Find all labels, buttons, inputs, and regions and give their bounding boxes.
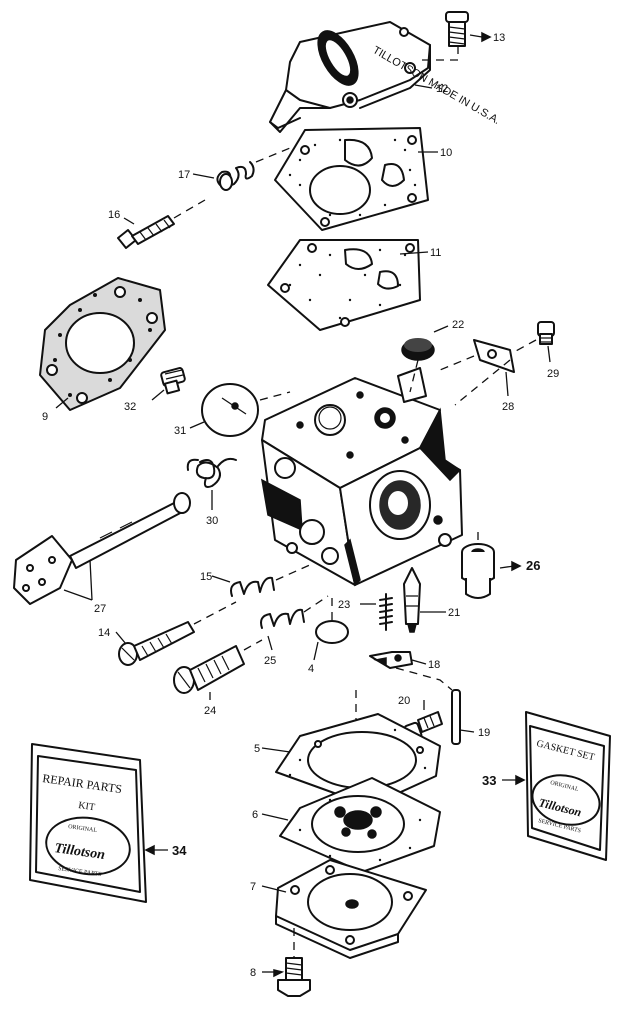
label-9: 9	[42, 411, 48, 423]
carburetor-body	[261, 367, 463, 587]
part-29-screw: 29	[513, 321, 559, 380]
part-24-screw: 24	[173, 639, 263, 717]
part-13-screw	[445, 11, 492, 47]
part-12-cover: TILLOTSON MADE IN U.S.A. 12	[269, 21, 502, 133]
repair-kit-line2: KIT	[78, 800, 96, 813]
label-11: 11	[430, 247, 441, 259]
gasket-set-card: GASKET SET ORIGINAL Tillotson SERVICE PA…	[482, 711, 611, 861]
part-26-fitting: 26	[461, 528, 540, 599]
part-6-diaphragm: 6	[252, 777, 441, 873]
label-18: 18	[428, 659, 440, 671]
part-5-gasket: 5	[254, 713, 441, 807]
label-28: 28	[502, 401, 514, 413]
repair-kit-arc-top: ORIGINAL	[68, 824, 98, 834]
part-28-clip: 28	[439, 339, 515, 413]
part-9-flange-gasket: 9	[39, 277, 166, 423]
part-17-spring: 17	[178, 147, 291, 191]
part-25-spring: 25	[260, 595, 329, 667]
part-27-throttle-shaft: 27	[13, 492, 191, 615]
part-21-inlet-needle: 21	[403, 567, 460, 633]
label-24: 24	[204, 705, 216, 717]
part-16-screw: 16	[108, 199, 206, 249]
label-6: 6	[252, 809, 258, 821]
label-13: 13	[493, 32, 505, 44]
label-12: 12	[436, 83, 448, 95]
label-4: 4	[308, 663, 314, 675]
label-7: 7	[250, 881, 256, 893]
label-34: 34	[172, 843, 187, 858]
label-30: 30	[206, 515, 218, 527]
part-18-lever: 18	[369, 651, 453, 691]
label-33: 33	[482, 773, 496, 788]
repair-parts-kit-card: REPAIR PARTS KIT ORIGINAL Tillotson SERV…	[29, 743, 187, 903]
label-31: 31	[174, 425, 186, 437]
part-4-cup-plug: 4	[308, 596, 349, 675]
part-8-screw: 8	[250, 957, 311, 997]
part-22-screen: 22	[401, 319, 464, 361]
label-32: 32	[124, 401, 136, 413]
part-11-diaphragm: 11	[267, 239, 441, 331]
label-16: 16	[108, 209, 120, 221]
part-32-plug: 32	[124, 367, 186, 413]
label-14: 14	[98, 627, 110, 639]
label-17: 17	[178, 169, 190, 181]
part-19-pin: 19	[451, 689, 490, 745]
label-8: 8	[250, 967, 256, 979]
label-10: 10	[440, 147, 452, 159]
part-15-spring: 15	[200, 563, 313, 597]
part-7-cover: 7	[250, 859, 427, 959]
label-5: 5	[254, 743, 260, 755]
label-21: 21	[448, 607, 460, 619]
part-31-throttle-plate: 31	[174, 383, 291, 437]
part-30-spring: 30	[186, 457, 237, 527]
label-20: 20	[398, 695, 410, 707]
label-22: 22	[452, 319, 464, 331]
label-15: 15	[200, 571, 212, 583]
repair-kit-logo: Tillotson	[53, 841, 106, 863]
label-23: 23	[338, 599, 350, 611]
part-23-spring: 23	[338, 593, 393, 631]
part-10-gasket: 10	[274, 127, 452, 231]
part-14-screw: 14	[98, 601, 237, 666]
label-25: 25	[264, 655, 276, 667]
label-29: 29	[547, 368, 559, 380]
label-27: 27	[94, 603, 106, 615]
label-26: 26	[526, 558, 540, 573]
label-19: 19	[478, 727, 490, 739]
